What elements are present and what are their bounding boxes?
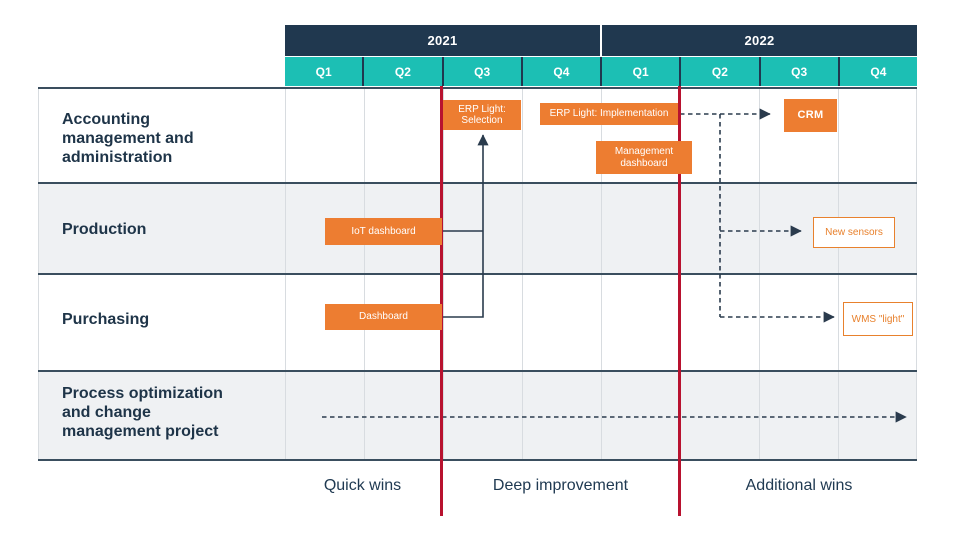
year-header: 2021 <box>285 25 600 56</box>
year-header-row: 2021 2022 <box>285 25 917 56</box>
task-dashboard: Dashboard <box>325 304 442 330</box>
quarter-header: Q2 <box>364 57 444 86</box>
quarter-header: Q4 <box>522 57 602 86</box>
phase-label-quick-wins: Quick wins <box>323 477 402 494</box>
task-erp-light-implementation: ERP Light: Implementation <box>540 103 678 125</box>
task-erp-light-selection: ERP Light: Selection <box>443 100 521 130</box>
task-new-sensors: New sensors <box>813 217 895 248</box>
quarter-header: Q3 <box>760 57 840 86</box>
quarter-header: Q1 <box>285 57 365 86</box>
row-label-production: Production <box>62 221 147 238</box>
row-label-accounting: Accounting management and administration <box>62 111 194 166</box>
row-label-purchasing: Purchasing <box>62 311 150 328</box>
phase-divider-line <box>440 86 443 516</box>
quarter-header: Q3 <box>443 57 523 86</box>
phase-label-additional-wins: Additional wins <box>745 477 853 494</box>
row-border <box>38 459 917 461</box>
row-label-process-optimization: Process optimization and change manageme… <box>62 385 223 440</box>
quarter-header: Q1 <box>602 57 682 86</box>
quarter-header: Q2 <box>681 57 761 86</box>
task-wms-light: WMS "light" <box>843 302 913 336</box>
row-border <box>38 273 917 275</box>
row-band <box>38 371 917 460</box>
quarter-header: Q4 <box>839 57 917 86</box>
phase-label-deep-improvement: Deep improvement <box>492 477 629 494</box>
year-header: 2022 <box>602 25 917 56</box>
phase-divider-line <box>678 86 681 516</box>
quarter-header-row: Q1 Q2 Q3 Q4 Q1 Q2 Q3 Q4 <box>285 57 917 86</box>
task-crm: CRM <box>784 99 837 132</box>
row-border <box>38 182 917 184</box>
task-iot-dashboard: IoT dashboard <box>325 218 442 245</box>
task-management-dashboard: Management dashboard <box>596 141 692 174</box>
row-border <box>38 87 917 89</box>
row-border <box>38 370 917 372</box>
